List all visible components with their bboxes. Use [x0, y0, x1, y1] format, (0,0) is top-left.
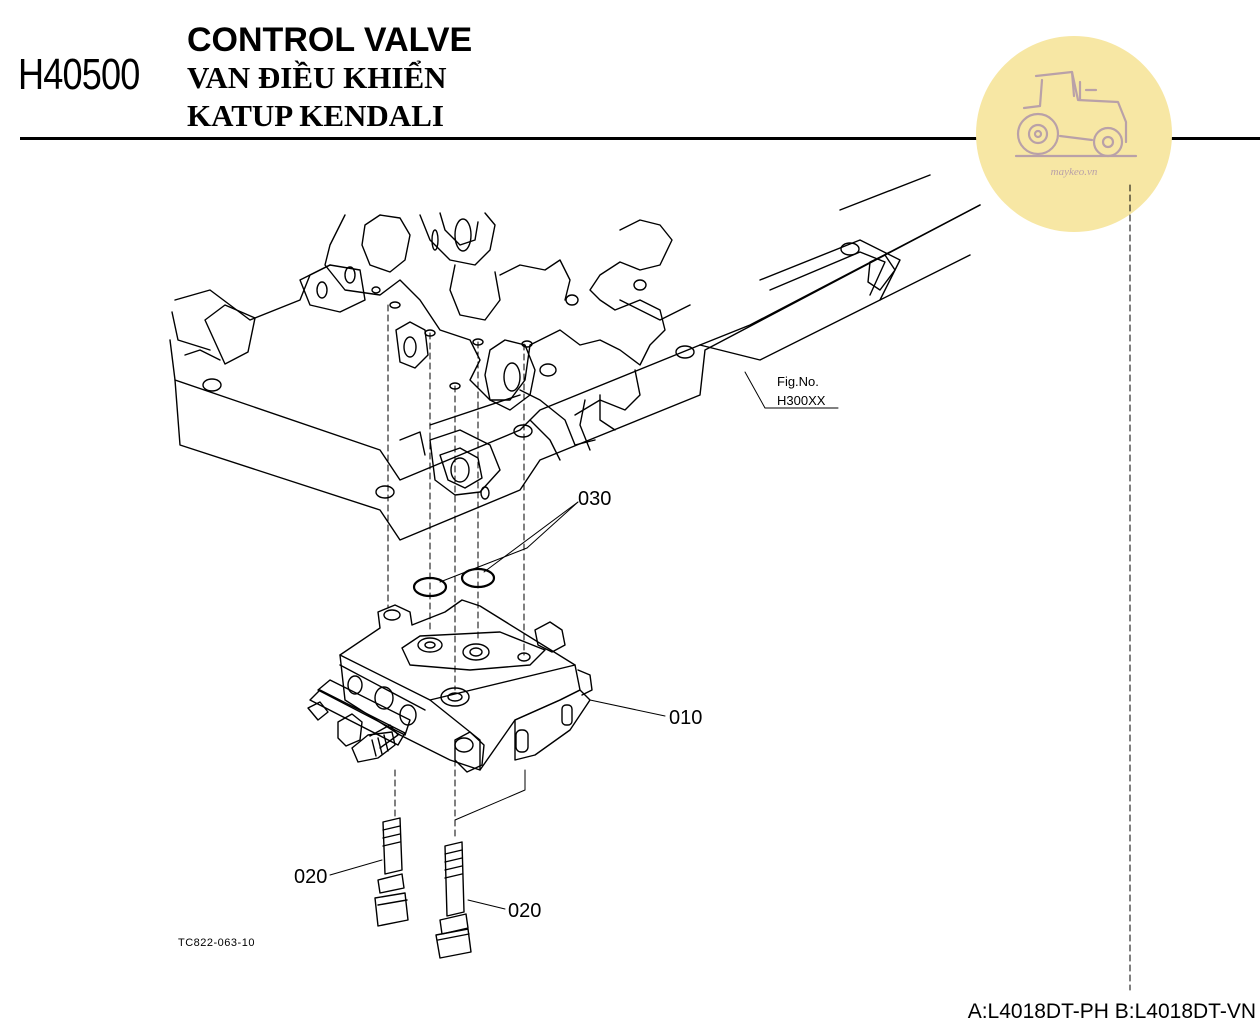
- callout-020-right: 020: [508, 900, 542, 922]
- fig-ref-label: Fig.No.: [777, 374, 819, 389]
- callout-020-left: 020: [294, 866, 328, 888]
- title-vietnamese: VAN ĐIỀU KHIỂN: [187, 60, 447, 95]
- alignment-lines: [387, 184, 1131, 991]
- part-group-code: H40500: [18, 50, 140, 99]
- callout-030: 030: [578, 488, 612, 510]
- logo-text: maykeo.vn: [1050, 166, 1098, 178]
- drawing-code: TC822-063-10: [178, 937, 255, 949]
- watermark-logo: maykeo.vn: [976, 36, 1172, 232]
- title-indonesian: KATUP KENDALI: [187, 98, 444, 133]
- title-english: CONTROL VALVE: [187, 21, 473, 59]
- leader-lines: [329, 371, 839, 910]
- fig-ref-code: H300XX: [777, 393, 826, 408]
- transmission-housing: [169, 174, 981, 541]
- callout-010: 010: [669, 707, 703, 729]
- header-divider: [20, 137, 1260, 140]
- tractor-icon: [1014, 70, 1138, 158]
- valve-lever: [307, 675, 417, 763]
- model-applicability: A:L4018DT-PH B:L4018DT-VN: [967, 1000, 1256, 1023]
- mounting-bolts: [374, 817, 472, 959]
- control-valve-body: [339, 599, 593, 773]
- o-rings: [412, 567, 496, 598]
